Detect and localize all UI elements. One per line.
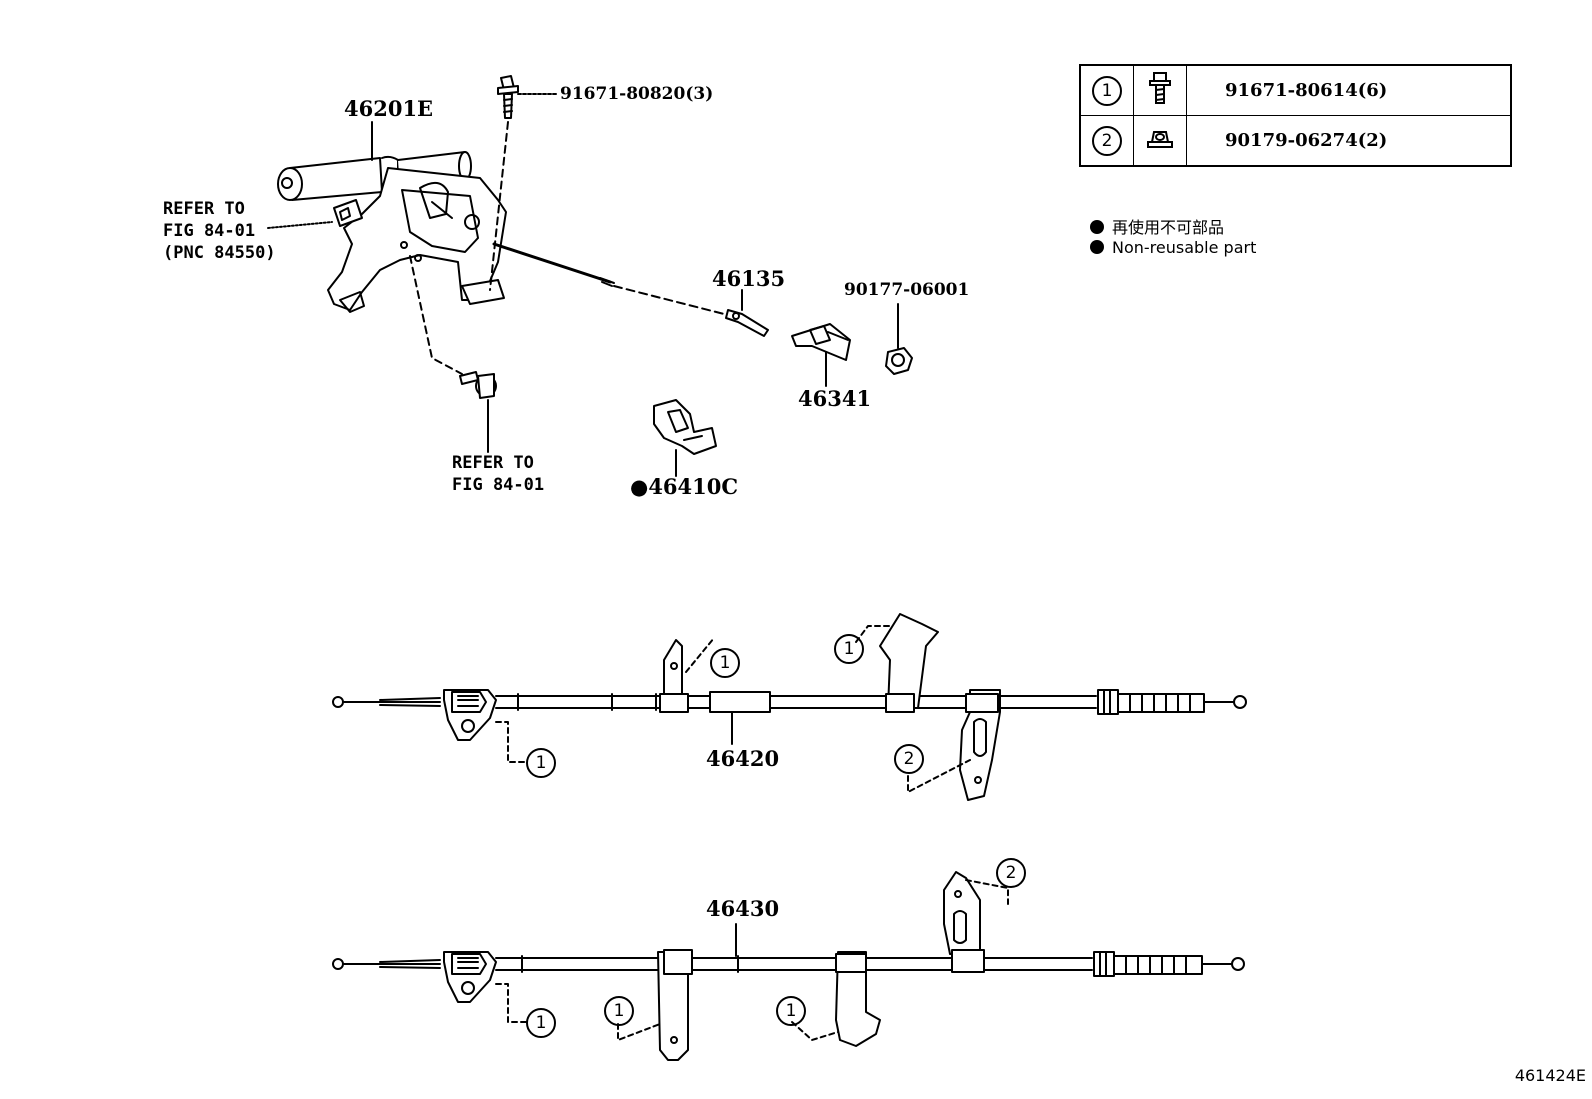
label-refer-fig-84-01-pnc: REFER TO FIG 84-01 (PNC 84550) [163, 199, 276, 263]
label-part-46135: 46135 [712, 266, 786, 291]
callout-1: 1 [604, 996, 634, 1026]
legend-non-reusable-en: Non-reusable part [1090, 238, 1256, 257]
label-nut-90177-06001: 90177-06001 [844, 280, 970, 300]
non-reusable-dot-icon [1090, 220, 1104, 234]
label-clamp-46410C: ●46410C [630, 474, 739, 499]
clamp-46410C-drawing [653, 399, 717, 455]
nut-90177-06001-drawing [885, 347, 913, 375]
callout-1: 1 [526, 748, 556, 778]
table-row: 1 91671-80614(6) [1079, 64, 1512, 116]
callout-2: 2 [1092, 125, 1122, 156]
label-cable-46430: 46430 [706, 896, 780, 921]
label-cable-46420: 46420 [706, 746, 780, 771]
cable-46430-drawing [332, 871, 1245, 1061]
table-row: 2 90179-06274(2) [1079, 115, 1512, 167]
legend-text-ja: 再使用不可部品 [1112, 218, 1225, 237]
label-bolt-91671-80820: 91671-80820(3) [560, 84, 714, 104]
callout-1: 1 [710, 648, 740, 678]
flange-nut-icon [1147, 131, 1173, 148]
fastener-part-number: 90179-06274(2) [1186, 115, 1512, 167]
cable-46420-drawing [332, 613, 1247, 801]
legend-non-reusable-ja: 再使用不可部品 [1090, 214, 1224, 238]
label-part-46341: 46341 [798, 386, 872, 411]
bolt-91671-80820-drawing [497, 75, 519, 119]
parking-brake-lever-drawing [277, 151, 615, 313]
fastener-part-number: 91671-80614(6) [1186, 64, 1512, 116]
callout-1: 1 [776, 996, 806, 1026]
callout-2: 2 [894, 744, 924, 774]
legend-text-en: Non-reusable part [1112, 238, 1257, 257]
fastener-table: 1 91671-80614(6) 2 90 [1079, 64, 1512, 167]
callout-2: 2 [996, 858, 1026, 888]
callout-1: 1 [834, 634, 864, 664]
bolt-lower-drawing [459, 371, 497, 399]
label-refer-fig-84-01: REFER TO FIG 84-01 [452, 453, 545, 495]
callout-1: 1 [526, 1008, 556, 1038]
flange-bolt-icon [1149, 72, 1171, 104]
illustration-code: 461424E [1514, 1066, 1586, 1085]
part-46341-drawing [791, 323, 851, 361]
callout-1: 1 [1092, 75, 1122, 106]
part-46135-drawing [725, 309, 769, 337]
label-lever-46201E: 46201E [344, 96, 434, 121]
non-reusable-dot-icon [1090, 240, 1104, 254]
